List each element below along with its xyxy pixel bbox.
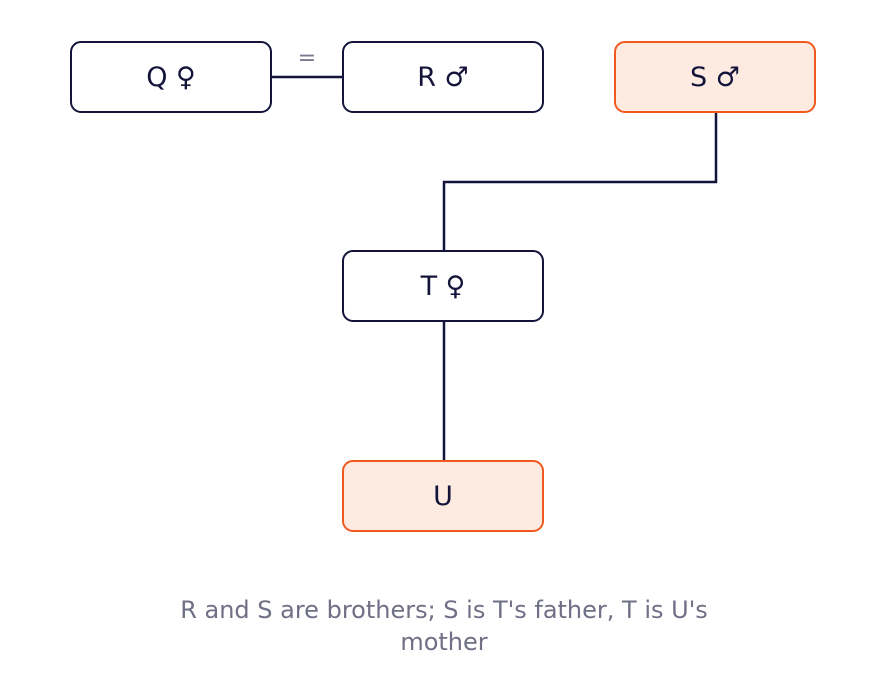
parent-line-s-t bbox=[442, 113, 718, 250]
person-node-u: U bbox=[342, 460, 544, 532]
person-node-q: Q ♀ bbox=[70, 41, 272, 113]
person-node-s: S ♂ bbox=[614, 41, 816, 113]
person-node-t: T ♀ bbox=[342, 250, 544, 322]
marriage-symbol: = bbox=[297, 46, 317, 71]
diagram-caption: R and S are brothers; S is T's father, T… bbox=[180, 596, 708, 656]
person-node-r: R ♂ bbox=[342, 41, 544, 113]
